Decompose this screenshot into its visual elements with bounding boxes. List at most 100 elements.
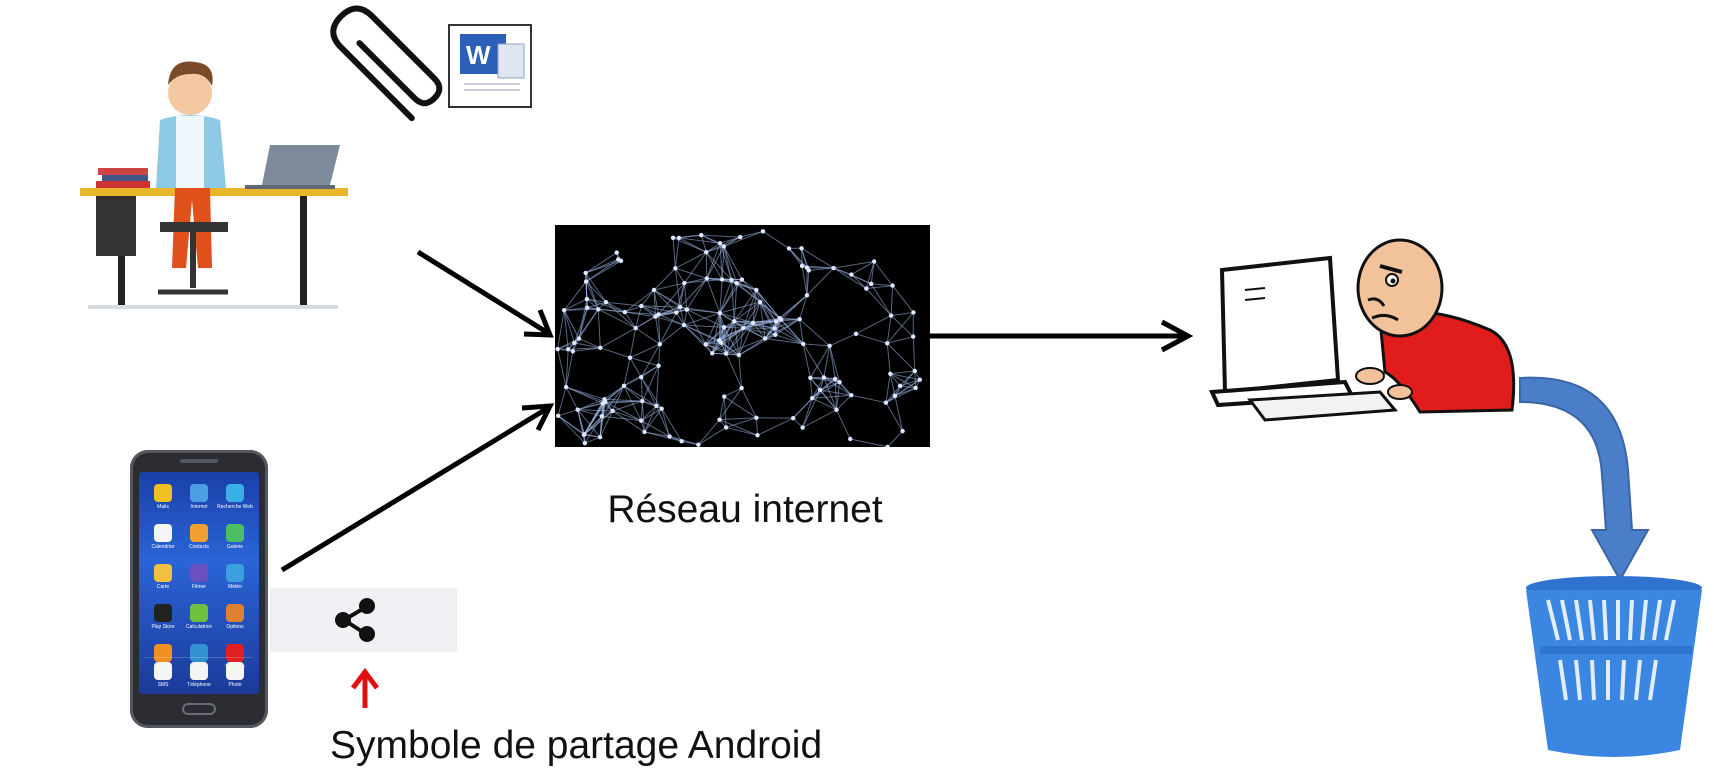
network-node bbox=[633, 325, 638, 331]
arrow-phone-to-network bbox=[280, 403, 555, 573]
network-node bbox=[739, 277, 745, 282]
phone-app[interactable]: Météo bbox=[217, 564, 253, 590]
network-node bbox=[773, 332, 778, 338]
network-link bbox=[719, 301, 761, 314]
network-link bbox=[885, 402, 904, 432]
network-link bbox=[564, 307, 588, 311]
network-link bbox=[640, 343, 661, 378]
network-link bbox=[705, 251, 723, 280]
network-link bbox=[886, 312, 914, 344]
network-link bbox=[705, 343, 727, 355]
network-node bbox=[585, 305, 590, 310]
bent-arrow-to-trash bbox=[1519, 376, 1650, 583]
network-node bbox=[703, 342, 708, 347]
network-link bbox=[899, 370, 916, 387]
network-link bbox=[705, 252, 708, 279]
network-node bbox=[911, 310, 916, 315]
network-link bbox=[658, 314, 661, 345]
network-link bbox=[599, 410, 614, 438]
network-link bbox=[829, 333, 857, 347]
network-node bbox=[777, 315, 782, 321]
network-node bbox=[734, 280, 739, 286]
network-link bbox=[724, 387, 742, 398]
network-link bbox=[870, 283, 892, 316]
network-link bbox=[577, 409, 603, 417]
network-link bbox=[623, 385, 642, 421]
network-link bbox=[655, 365, 660, 406]
network-node bbox=[757, 299, 763, 305]
arrow-person-to-network bbox=[416, 249, 554, 338]
network-link bbox=[820, 389, 852, 396]
network-link bbox=[721, 246, 725, 280]
phone-app[interactable]: Carte bbox=[145, 564, 181, 590]
network-link bbox=[752, 322, 776, 336]
network-link bbox=[899, 379, 920, 387]
network-node bbox=[670, 235, 676, 241]
network-node bbox=[773, 319, 779, 324]
network-link bbox=[658, 344, 661, 366]
dock-app[interactable]: Téléphone bbox=[181, 662, 217, 688]
network-link bbox=[823, 377, 837, 411]
network-link bbox=[725, 417, 757, 428]
network-node bbox=[659, 406, 664, 411]
network-link bbox=[675, 251, 707, 269]
network-link bbox=[723, 230, 764, 247]
network-link bbox=[683, 324, 707, 345]
network-node bbox=[657, 341, 663, 347]
phone-app[interactable]: Play Store bbox=[145, 604, 181, 630]
network-link bbox=[563, 298, 588, 311]
internet-network-image bbox=[555, 225, 930, 447]
network-link bbox=[705, 242, 721, 253]
phone-app[interactable]: Internet bbox=[181, 484, 217, 510]
network-link bbox=[654, 316, 661, 345]
share-icon[interactable] bbox=[270, 588, 457, 652]
phone-app[interactable]: Mails bbox=[145, 484, 181, 510]
network-link bbox=[833, 261, 875, 269]
network-node bbox=[912, 368, 918, 374]
network-link bbox=[629, 328, 637, 358]
network-link bbox=[683, 312, 720, 326]
app-label: Mails bbox=[157, 504, 169, 510]
trash-bin-icon[interactable] bbox=[1526, 576, 1702, 757]
network-link bbox=[573, 307, 588, 344]
network-node bbox=[913, 385, 918, 391]
network-link bbox=[802, 343, 825, 378]
network-link bbox=[669, 435, 699, 446]
network-node bbox=[790, 415, 796, 421]
network-link bbox=[604, 398, 643, 402]
network-link bbox=[912, 336, 916, 371]
network-node bbox=[910, 334, 916, 339]
dock-app[interactable]: SMS bbox=[145, 662, 181, 688]
network-node bbox=[673, 266, 678, 271]
network-link bbox=[823, 376, 852, 396]
app-icon bbox=[226, 524, 244, 542]
network-node bbox=[596, 307, 601, 312]
network-link bbox=[873, 261, 893, 286]
network-node bbox=[800, 425, 805, 430]
phone-app[interactable]: Contacts bbox=[181, 524, 217, 550]
network-node bbox=[622, 309, 628, 315]
network-link bbox=[733, 301, 761, 322]
dock-app[interactable]: Photo bbox=[217, 662, 253, 688]
network-link bbox=[565, 351, 574, 388]
phone-app[interactable]: Calendrier bbox=[145, 524, 181, 550]
phone-app[interactable]: Galerie bbox=[217, 524, 253, 550]
app-icon bbox=[190, 644, 208, 662]
network-node bbox=[684, 307, 690, 312]
app-label: Internet bbox=[190, 504, 208, 510]
network-link bbox=[851, 394, 887, 404]
network-link bbox=[653, 267, 676, 291]
phone-app[interactable]: Recherche Web bbox=[217, 484, 253, 510]
app-label: Galerie bbox=[226, 544, 244, 550]
network-node bbox=[598, 345, 603, 351]
phone-app[interactable]: Options bbox=[217, 604, 253, 630]
network-link bbox=[806, 267, 834, 296]
phone-app[interactable]: Calculatrice bbox=[181, 604, 217, 630]
network-node bbox=[667, 434, 672, 439]
network-link bbox=[799, 318, 830, 347]
phone-app[interactable]: Filmer bbox=[181, 564, 217, 590]
network-node bbox=[864, 286, 869, 291]
network-link bbox=[752, 322, 775, 329]
